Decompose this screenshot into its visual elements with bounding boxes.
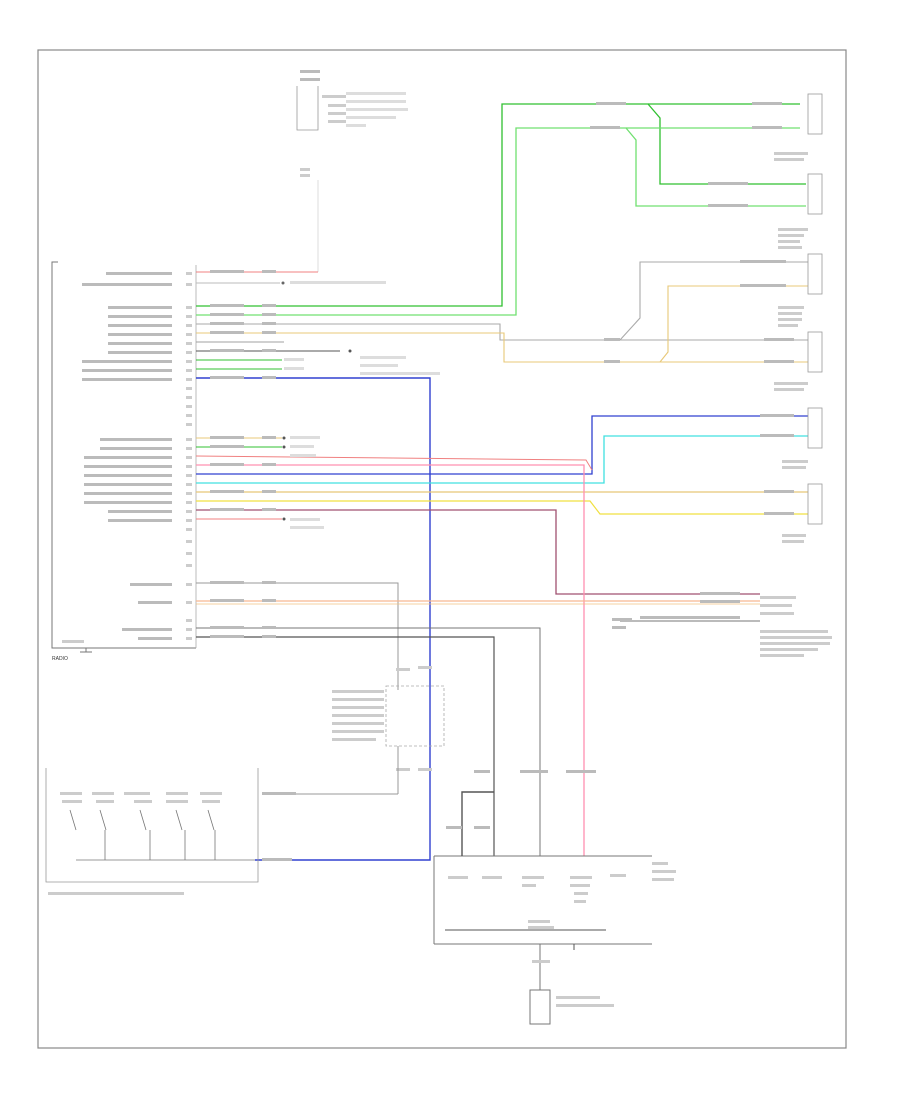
wire-rr-speaker-dk-blue	[196, 415, 808, 475]
wire-red-short	[195, 455, 593, 471]
diagram-frame	[37, 49, 847, 1049]
wire-rf-speaker-dk-green	[196, 103, 754, 307]
radio-label: RADIO	[52, 656, 68, 662]
wire-lf-speaker-tan	[196, 332, 808, 363]
steering-wheel-controls	[45, 768, 259, 895]
wire-lf-speaker-gray	[196, 323, 808, 341]
wire-gray-to-amp	[460, 627, 541, 856]
wire-swc-dk-blue	[196, 377, 431, 861]
wire-lf-tweeter-gray	[619, 261, 808, 341]
wire-black-ground	[196, 636, 495, 856]
wire-lf-tweeter-tan	[659, 285, 808, 363]
wire-lr-speaker-yellow	[196, 500, 808, 515]
radio-misc-wires	[196, 341, 440, 375]
wire-antenna-pink	[196, 464, 585, 856]
fuse-block	[296, 70, 408, 177]
wire-rf-speaker-lt-green	[196, 127, 754, 316]
amplifier-block	[433, 791, 676, 950]
wire-brown	[196, 509, 760, 595]
radio-component: RADIO	[51, 261, 197, 662]
speakers-right-side	[760, 93, 832, 657]
control-module	[280, 666, 445, 795]
wire-rr-speaker-lt-blue	[196, 435, 808, 484]
antenna-module	[529, 944, 614, 1025]
